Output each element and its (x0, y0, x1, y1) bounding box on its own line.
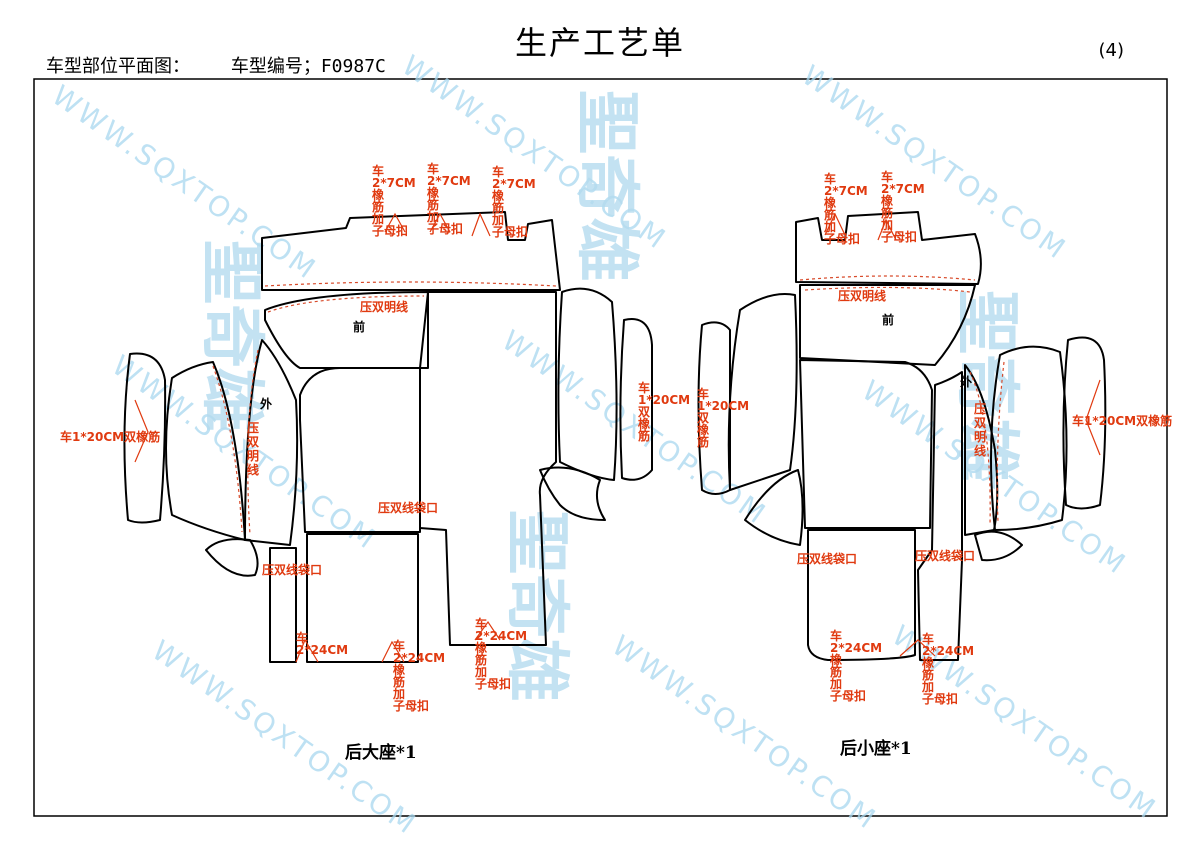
left-top-header-piece (261, 211, 561, 291)
pocket-right-label: 压双线袋口 (915, 548, 975, 563)
page-title: 生产工艺单 (514, 24, 685, 62)
page-number: (4) (1098, 40, 1125, 61)
model-number: 车型编号；F0987C (230, 56, 386, 77)
double-line-label: 压双明线 (838, 288, 886, 303)
right-top-header-piece (795, 211, 982, 285)
left-pattern-caption: 后大座*1 (345, 742, 417, 763)
outer-label: 外 (960, 374, 972, 389)
left-right-lobe (539, 466, 606, 521)
left-central-column (419, 291, 557, 646)
right-left-band (697, 321, 731, 495)
front-label: 前 (882, 312, 894, 327)
right-left-lobe (744, 469, 804, 546)
right-upper-seat-panel (799, 284, 976, 366)
pocket-left-label: 压双线袋口 (797, 551, 857, 566)
right-curved-flap (964, 364, 999, 536)
right-middle-seat-panel (799, 359, 933, 529)
left-middle-seat-panel (299, 367, 421, 533)
front-label: 前 (353, 319, 365, 334)
left-right-band (619, 318, 653, 481)
watermark-text: WWW.SQXTOP.COM (496, 324, 773, 532)
right-side-column (917, 371, 963, 661)
outer-label: 外 (260, 396, 272, 411)
pocket-center-label: 压双线袋口 (378, 500, 438, 515)
right-outer-wing (990, 345, 1068, 531)
watermark-text: WWW.SQXTOP.COM (46, 79, 323, 287)
diagram-frame (33, 78, 1168, 817)
double-line-side-label: 压双明线 (974, 402, 986, 458)
watermark-logo: 聖奇雄 (569, 90, 644, 282)
watermark-text: WWW.SQXTOP.COM (146, 634, 423, 842)
watermark-logo: 聖奇雄 (499, 510, 574, 702)
pocket-left-label: 压双线袋口 (262, 562, 322, 577)
watermark-layer: WWW.SQXTOP.COM WWW.SQXTOP.COM WWW.SQXTOP… (46, 49, 1163, 842)
right-band-label: 车1*20CM双橡筋 (1072, 413, 1172, 428)
double-line-side-label: 压双明线 (247, 421, 259, 477)
left-band-label: 车1*20CM双橡筋 (60, 429, 160, 444)
left-band-piece (123, 352, 167, 524)
right-far-band (1062, 336, 1107, 510)
right-pattern-caption: 后小座*1 (840, 738, 912, 759)
left-bottom-lobe (205, 538, 259, 577)
right-lower-seat-panel (807, 529, 916, 661)
left-lower-seat-panel (306, 533, 419, 663)
plan-label: 车型部位平面图： (46, 56, 190, 77)
watermark-logo: 聖奇雄 (194, 240, 269, 432)
right-left-wing (727, 293, 798, 491)
right-bottom-lobe (974, 530, 1023, 562)
left-right-wing (557, 287, 618, 481)
double-line-label: 压双明线 (360, 299, 408, 314)
header-info: 车型部位平面图： 车型编号；F0987C (46, 52, 416, 78)
